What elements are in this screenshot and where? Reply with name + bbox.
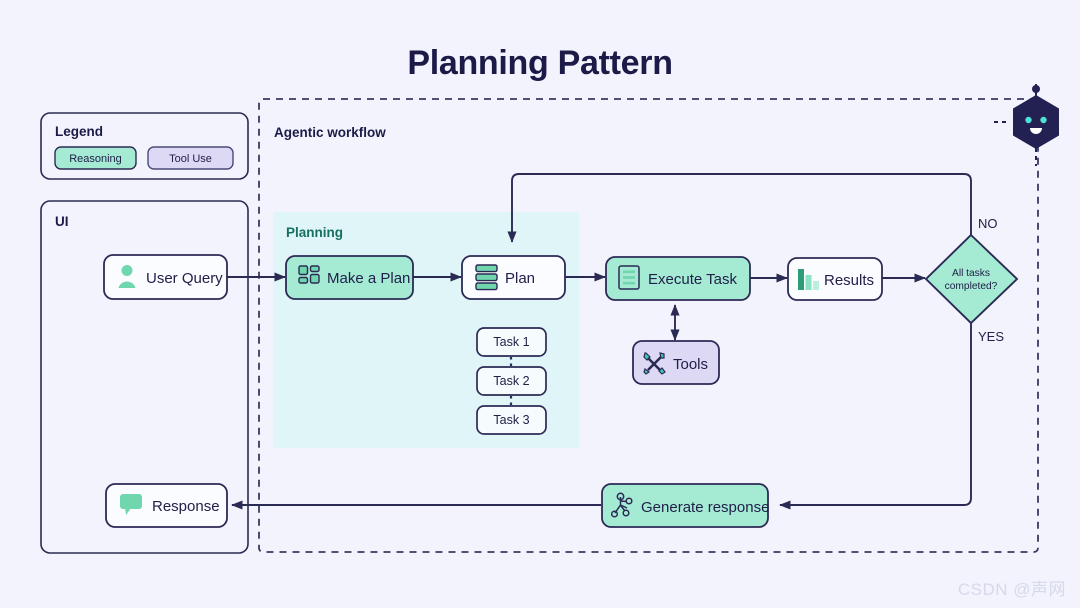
stacked-bars-icon [475,264,498,291]
bar-chart-icon [798,269,819,290]
legend-chip-tool-use-label: Tool Use [169,153,212,165]
node-user-query[interactable]: User Query [103,254,228,300]
ui-panel-border [40,200,249,554]
node-make-a-plan-label: Make a Plan [327,270,410,287]
node-results-label: Results [824,272,874,289]
task-list: Task 1 Task 2 Task 3 [476,327,547,435]
node-generate-response-label: Generate response [641,499,769,516]
branch-label-yes: YES [978,329,1004,344]
node-task-1-label: Task 1 [493,335,529,349]
legend-panel-border [40,112,249,180]
document-lines-icon [618,265,640,290]
legend-title: Legend [55,124,103,139]
robot-hexagon-logo [994,84,1059,166]
person-icon [118,265,136,288]
node-make-a-plan[interactable]: Make a Plan [285,255,414,300]
node-task-3[interactable]: Task 3 [476,405,547,435]
node-task-1[interactable]: Task 1 [476,327,547,357]
node-response[interactable]: Response [105,483,228,528]
agentic-workflow-boundary [258,98,1039,553]
layout-grid-icon [298,265,320,284]
legend-chip-reasoning-label: Reasoning [69,153,122,165]
ui-panel-label: UI [55,214,69,229]
node-response-label: Response [152,498,220,515]
node-decision-all-tasks-completed[interactable]: All tasks completed? [924,233,1019,325]
branch-label-no: NO [978,216,998,231]
legend-chip-reasoning[interactable] [54,146,137,170]
speech-bubble-icon [120,494,142,515]
node-plan[interactable]: Plan [461,255,566,300]
node-user-query-label: User Query [146,270,223,287]
node-tools[interactable]: Tools [632,340,720,385]
node-execute-task[interactable]: Execute Task [605,256,751,301]
node-plan-label: Plan [505,270,535,287]
wrench-screwdriver-icon [643,352,666,375]
decision-label-line1: All tasks [952,268,990,279]
node-task-2[interactable]: Task 2 [476,366,547,396]
node-tools-label: Tools [673,356,708,373]
node-generate-response[interactable]: Generate response [601,483,769,528]
node-execute-task-label: Execute Task [648,271,737,288]
legend-chip-tool-use[interactable] [147,146,234,170]
node-task-3-label: Task 3 [493,413,529,427]
node-graph-icon [610,492,633,518]
page-title: Planning Pattern [407,44,672,82]
planning-zone-label: Planning [286,225,343,240]
agentic-workflow-label: Agentic workflow [274,125,386,140]
node-task-2-label: Task 2 [493,374,529,388]
edge-no-loop-back-to-plan [507,173,972,243]
edge-yes-to-generate-response [779,322,972,510]
decision-label-line2: completed? [945,281,998,292]
watermark: CSDN @声网 [957,580,1066,599]
node-results[interactable]: Results [787,257,883,301]
